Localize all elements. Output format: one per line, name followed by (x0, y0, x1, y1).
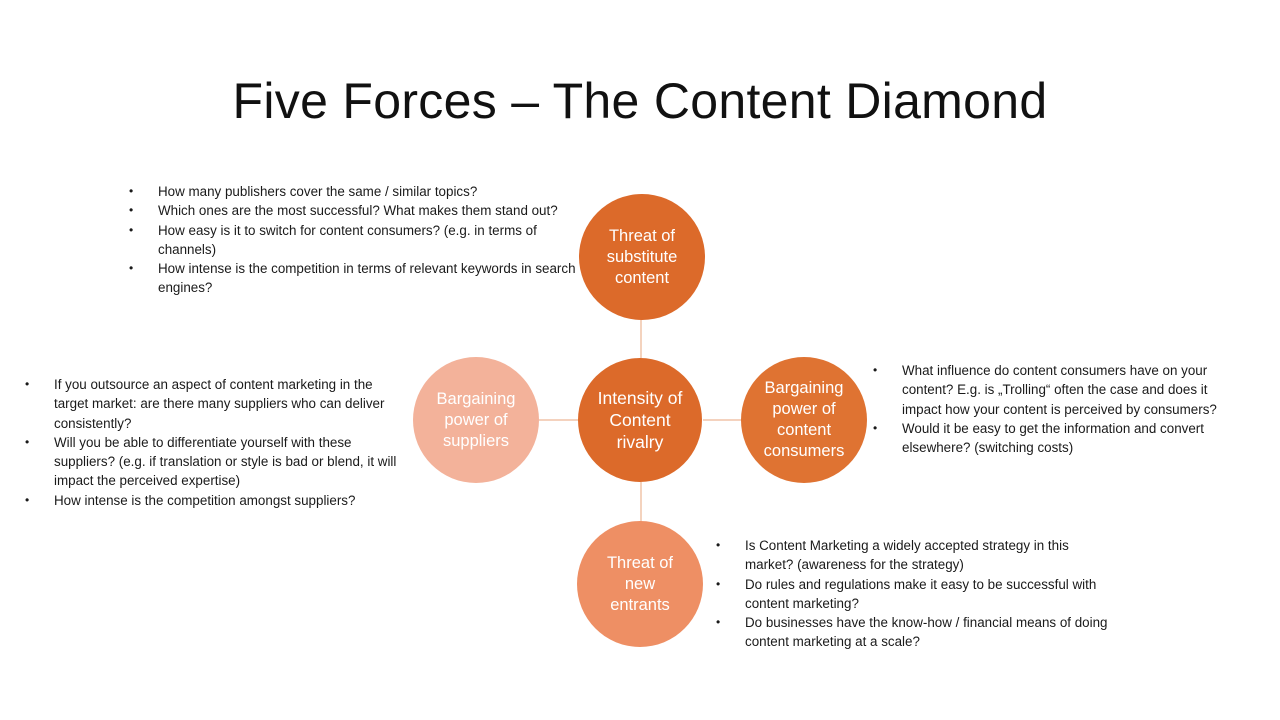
list-item: Do businesses have the know-how / financ… (713, 613, 1143, 652)
slide-title: Five Forces – The Content Diamond (232, 73, 1048, 129)
list-item: How easy is it to switch for content con… (126, 221, 578, 260)
force-substitute-circle: Threat of substitute content (579, 194, 705, 320)
substitute-questions: How many publishers cover the same / sim… (126, 182, 590, 298)
force-center-label: Intensity of Content rivalry (597, 388, 683, 452)
list-item: Is Content Marketing a widely accepted s… (713, 536, 1105, 575)
force-suppliers-label: Bargaining power of suppliers (436, 389, 516, 450)
list-item: How intense is the competition in terms … (126, 259, 578, 298)
force-entrants-label: Threat of new entrants (606, 553, 674, 614)
force-consumers-label: Bargaining power of content consumers (763, 379, 845, 460)
entrants-questions: Is Content Marketing a widely accepted s… (713, 536, 1143, 652)
list-item: Would it be easy to get the information … (870, 419, 1244, 458)
list-item: Which ones are the most successful? What… (126, 201, 590, 221)
list-item: How many publishers cover the same / sim… (126, 182, 590, 202)
list-item: Do rules and regulations make it easy to… (713, 575, 1135, 614)
suppliers-questions: If you outsource an aspect of content ma… (22, 375, 400, 510)
list-item: How intense is the competition amongst s… (22, 491, 400, 511)
force-consumers-circle: Bargaining power of content consumers (741, 357, 867, 483)
list-item: What influence do content consumers have… (870, 361, 1244, 419)
list-item: If you outsource an aspect of content ma… (22, 375, 400, 433)
consumers-questions: What influence do content consumers have… (870, 361, 1244, 457)
force-entrants-circle: Threat of new entrants (577, 521, 703, 647)
force-substitute-label: Threat of substitute content (606, 226, 678, 287)
list-item: Will you be able to differentiate yourse… (22, 433, 400, 491)
force-center-circle: Intensity of Content rivalry (578, 358, 702, 482)
force-suppliers-circle: Bargaining power of suppliers (413, 357, 539, 483)
